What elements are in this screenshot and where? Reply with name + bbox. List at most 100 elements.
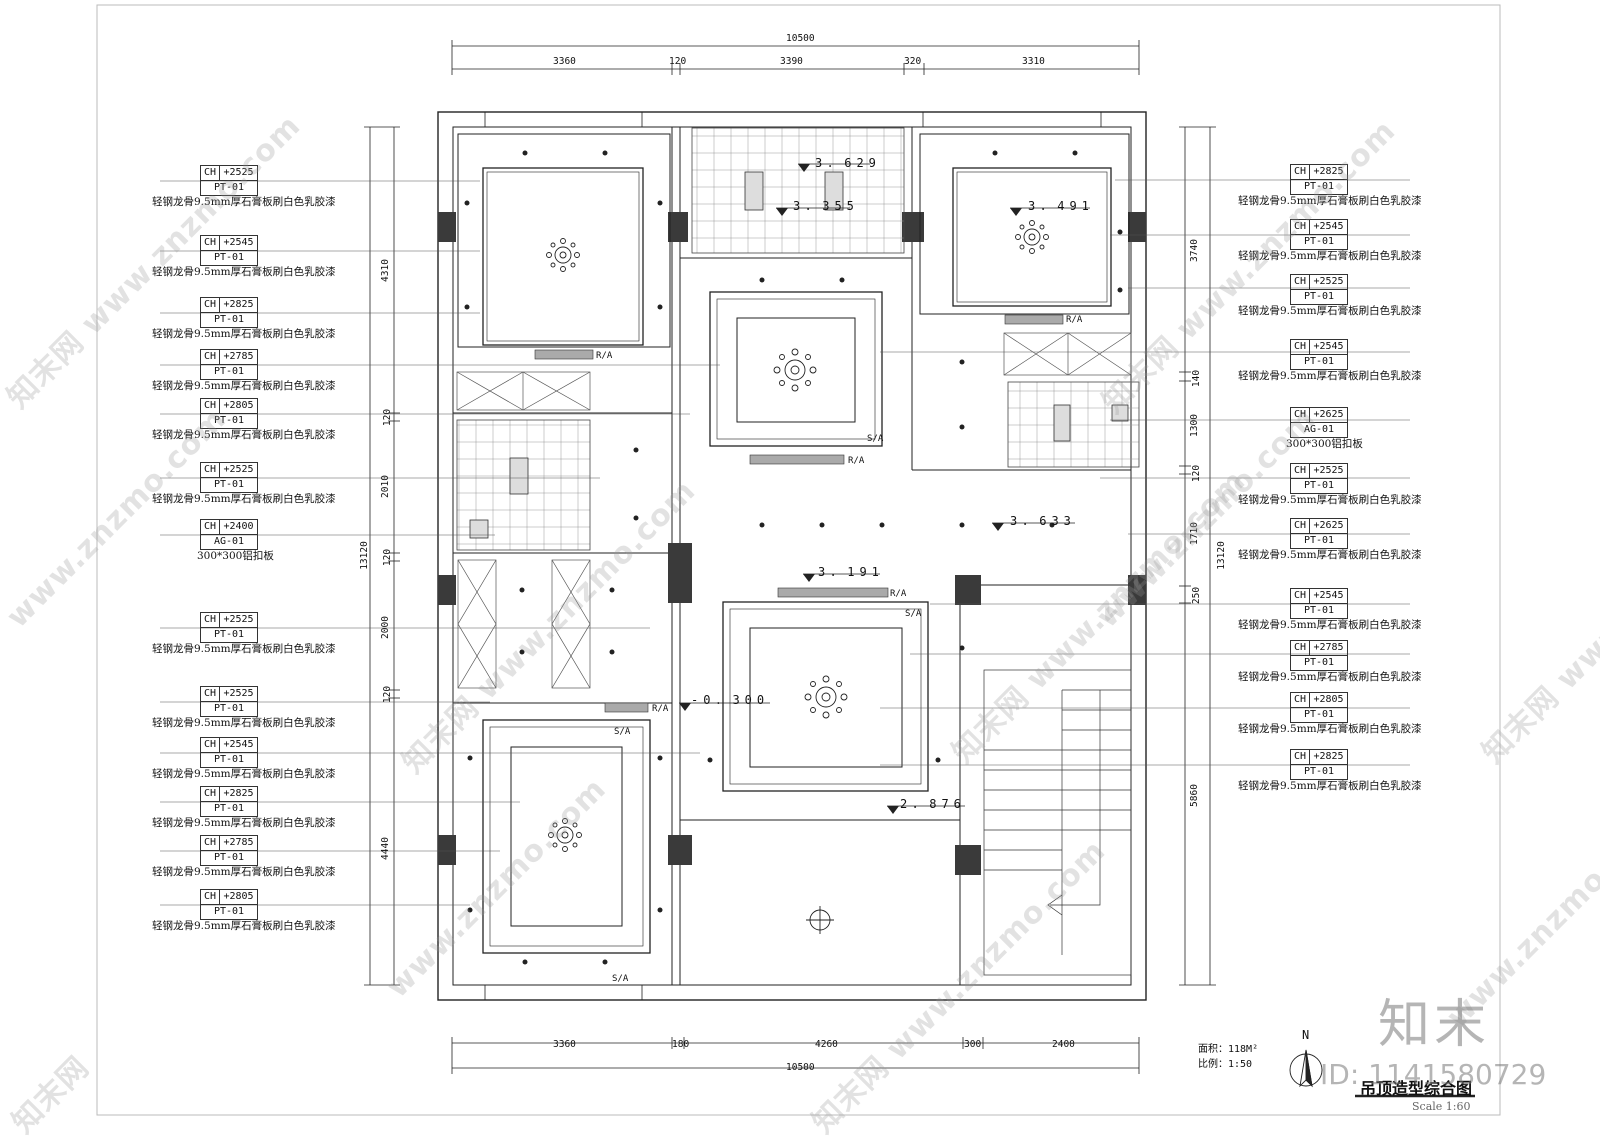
dim-right-seg-3: 1300 xyxy=(1188,414,1200,437)
ra-label: R/A xyxy=(596,351,613,361)
dim-left-seg-5: 2000 xyxy=(379,616,391,639)
level-marker: 3．491 xyxy=(1028,199,1094,213)
level-marker: 2．876 xyxy=(900,797,966,811)
tag-ch: CH xyxy=(200,462,220,478)
sa-label: S/A xyxy=(905,609,922,619)
tag-material: PT-01 xyxy=(200,477,258,493)
tag-ch: CH xyxy=(1290,692,1310,708)
tag-description: 轻钢龙骨9.5mm厚石膏板刷白色乳胶漆 xyxy=(152,817,336,829)
tag-description: 轻钢龙骨9.5mm厚石膏板刷白色乳胶漆 xyxy=(152,328,336,340)
tag-description: 300*300铝扣板 xyxy=(197,550,274,562)
tag-material: PT-01 xyxy=(200,701,258,717)
tag-description: 轻钢龙骨9.5mm厚石膏板刷白色乳胶漆 xyxy=(152,920,336,932)
tag-description: 轻钢龙骨9.5mm厚石膏板刷白色乳胶漆 xyxy=(152,266,336,278)
tag-elevation: +2545 xyxy=(219,737,258,753)
tag-description: 轻钢龙骨9.5mm厚石膏板刷白色乳胶漆 xyxy=(152,493,336,505)
tag-material: PT-01 xyxy=(200,413,258,429)
tag-ch: CH xyxy=(1290,518,1310,534)
dim-right-total: 13120 xyxy=(1215,541,1227,570)
tag-elevation: +2525 xyxy=(219,686,258,702)
tag-description: 轻钢龙骨9.5mm厚石膏板刷白色乳胶漆 xyxy=(1238,619,1422,631)
tag-ch: CH xyxy=(200,889,220,905)
sa-label: S/A xyxy=(612,974,629,984)
dim-left-seg-4: 120 xyxy=(382,548,394,567)
tag-ch: CH xyxy=(200,835,220,851)
dim-top-seg-1: 3360 xyxy=(553,56,576,67)
tag-description: 轻钢龙骨9.5mm厚石膏板刷白色乳胶漆 xyxy=(152,196,336,208)
tag-ch: CH xyxy=(200,686,220,702)
tag-description: 轻钢龙骨9.5mm厚石膏板刷白色乳胶漆 xyxy=(1238,671,1422,683)
tag-material: PT-01 xyxy=(200,850,258,866)
scale-ratio-note: 比例：1:50 xyxy=(1198,1059,1253,1070)
tag-material: AG-01 xyxy=(200,534,258,550)
dim-bottom-seg-1: 3360 xyxy=(553,1039,576,1050)
tag-elevation: +2805 xyxy=(219,889,258,905)
tag-elevation: +2805 xyxy=(1309,692,1348,708)
tag-ch: CH xyxy=(200,519,220,535)
tag-material: PT-01 xyxy=(200,801,258,817)
tag-elevation: +2805 xyxy=(219,398,258,414)
ra-label: R/A xyxy=(890,589,907,599)
tag-ch: CH xyxy=(1290,463,1310,479)
level-marker: 3．191 xyxy=(818,565,884,579)
tag-description: 轻钢龙骨9.5mm厚石膏板刷白色乳胶漆 xyxy=(1238,195,1422,207)
tag-material: PT-01 xyxy=(1290,603,1348,619)
tag-ch: CH xyxy=(200,349,220,365)
tag-elevation: +2525 xyxy=(1309,463,1348,479)
dim-top-seg-4: 320 xyxy=(904,56,922,67)
tag-description: 轻钢龙骨9.5mm厚石膏板刷白色乳胶漆 xyxy=(1238,370,1422,382)
tag-elevation: +2545 xyxy=(219,235,258,251)
tag-ch: CH xyxy=(200,786,220,802)
area-note: 面积：118M² xyxy=(1198,1044,1259,1055)
tag-elevation: +2825 xyxy=(219,297,258,313)
drawing-scale: Scale 1:60 xyxy=(1412,1100,1471,1113)
tag-elevation: +2400 xyxy=(219,519,258,535)
dim-bottom-total: 10500 xyxy=(786,1062,815,1073)
tag-ch: CH xyxy=(1290,640,1310,656)
sa-label: S/A xyxy=(614,727,631,737)
tag-elevation: +2525 xyxy=(1309,274,1348,290)
tag-elevation: +2825 xyxy=(1309,749,1348,765)
tag-ch: CH xyxy=(1290,339,1310,355)
tag-description: 轻钢龙骨9.5mm厚石膏板刷白色乳胶漆 xyxy=(1238,305,1422,317)
tag-material: PT-01 xyxy=(1290,289,1348,305)
tag-description: 轻钢龙骨9.5mm厚石膏板刷白色乳胶漆 xyxy=(1238,250,1422,262)
dim-bottom-seg-5: 2400 xyxy=(1052,1039,1075,1050)
tag-description: 轻钢龙骨9.5mm厚石膏板刷白色乳胶漆 xyxy=(1238,549,1422,561)
tag-description: 轻钢龙骨9.5mm厚石膏板刷白色乳胶漆 xyxy=(152,768,336,780)
dim-right-seg-1: 3740 xyxy=(1188,239,1200,262)
ra-label: R/A xyxy=(652,704,669,714)
tag-description: 轻钢龙骨9.5mm厚石膏板刷白色乳胶漆 xyxy=(1238,780,1422,792)
dim-left-seg-1: 4310 xyxy=(379,259,391,282)
dim-left-seg-7: 4440 xyxy=(379,837,391,860)
tag-ch: CH xyxy=(1290,749,1310,765)
tag-description: 轻钢龙骨9.5mm厚石膏板刷白色乳胶漆 xyxy=(152,380,336,392)
tag-description: 轻钢龙骨9.5mm厚石膏板刷白色乳胶漆 xyxy=(1238,494,1422,506)
tag-elevation: +2525 xyxy=(219,612,258,628)
dim-top-seg-3: 3390 xyxy=(780,56,803,67)
